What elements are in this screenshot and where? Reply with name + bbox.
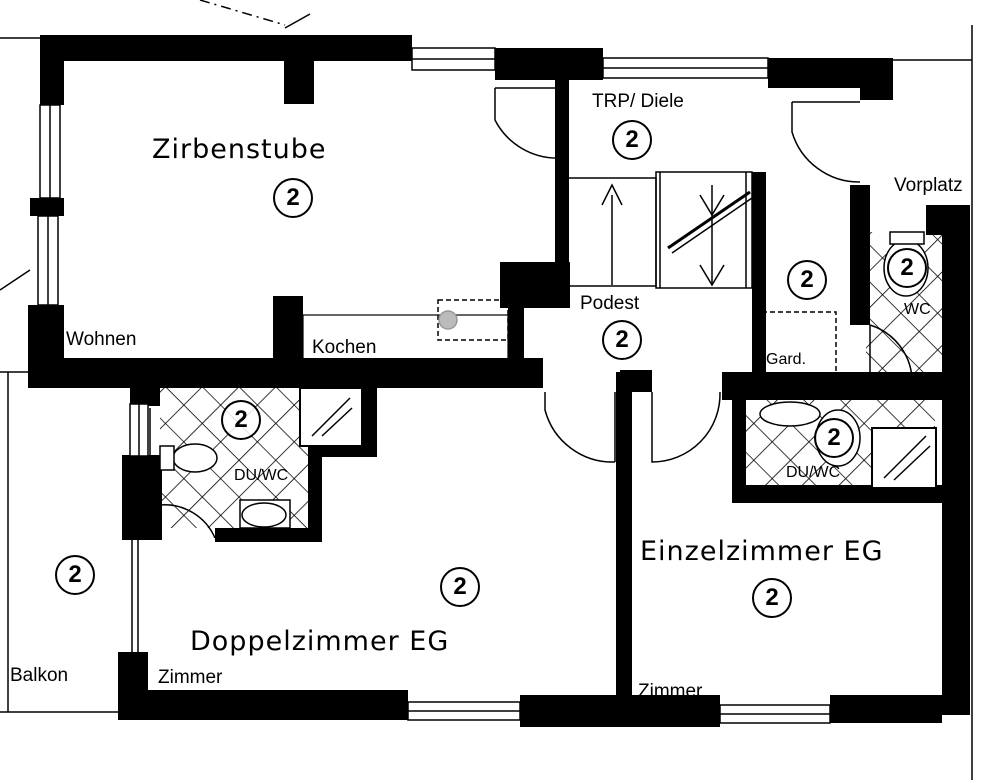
room-label-zirbenstube: Zirbenstube xyxy=(152,134,327,165)
room-label-vorplatz: Vorplatz xyxy=(894,175,963,196)
floor-marker-balkon: 2 xyxy=(55,555,95,595)
room-label-doppelzimmer: Doppelzimmer EG xyxy=(190,626,450,657)
room-label-wc: WC xyxy=(904,301,931,318)
floor-marker-podest: 2 xyxy=(602,320,642,360)
floor-marker-trp-diele: 2 xyxy=(612,120,652,160)
floor-marker-einzelzimmer: 2 xyxy=(752,578,792,618)
room-label-kochen: Kochen xyxy=(312,337,377,358)
floor-marker-duwc-left: 2 xyxy=(221,400,261,440)
floor-marker-zirbenstube: 2 xyxy=(273,178,313,218)
room-label-zimmer-doppel: Zimmer xyxy=(158,667,223,688)
floor-marker-wc: 2 xyxy=(887,248,927,288)
room-label-gard: Gard. xyxy=(766,351,807,368)
floor-marker-gard: 2 xyxy=(787,260,827,300)
room-label-podest: Podest xyxy=(580,293,640,314)
room-label-zimmer-einzel: Zimmer xyxy=(638,681,703,702)
floor-marker-duwc-right: 2 xyxy=(814,418,854,458)
room-label-duwc-left: DU/WC xyxy=(234,467,289,484)
staircase xyxy=(567,171,753,289)
outer-thin-lines xyxy=(0,0,973,780)
room-label-trp-diele: TRP/ Diele xyxy=(592,91,684,112)
walls xyxy=(28,35,970,727)
room-label-duwc-right: DU/WC xyxy=(786,464,841,481)
room-label-einzelzimmer: Einzelzimmer EG xyxy=(640,536,884,567)
floor-marker-doppelzimmer: 2 xyxy=(440,567,480,607)
room-label-balkon: Balkon xyxy=(10,665,69,686)
doors xyxy=(149,87,913,539)
windows xyxy=(37,47,831,724)
room-label-wohnen: Wohnen xyxy=(66,329,137,350)
